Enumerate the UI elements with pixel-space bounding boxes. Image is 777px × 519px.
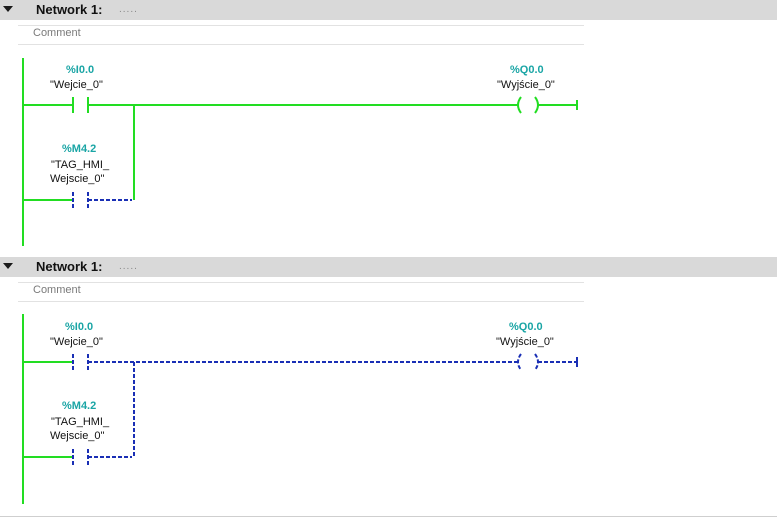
- network-title-placeholder[interactable]: .....: [119, 4, 138, 15]
- network-title-placeholder[interactable]: .....: [119, 261, 138, 272]
- contact-symbol[interactable]: "Wejcie_0": [50, 79, 103, 91]
- contact-symbol[interactable]: Wejscie_0": [50, 430, 105, 442]
- contact-symbol[interactable]: Wejscie_0": [50, 173, 105, 185]
- contact-symbol[interactable]: "TAG_HMI_: [51, 159, 110, 171]
- network-header[interactable]: Network 1: .....: [0, 0, 777, 20]
- contact-address[interactable]: %I0.0: [66, 64, 95, 76]
- comment-placeholder: Comment: [33, 284, 81, 296]
- contact-no-icon[interactable]: [72, 354, 89, 370]
- divider: [0, 516, 777, 517]
- coil-address[interactable]: %Q0.0: [509, 321, 543, 333]
- comment-placeholder: Comment: [33, 27, 81, 39]
- contact-symbol[interactable]: "TAG_HMI_: [51, 416, 110, 428]
- network-header[interactable]: Network 1: .....: [0, 257, 777, 277]
- network-1: Network 1: ..... Comment %I0.0 "Wejcie_0…: [0, 0, 777, 255]
- contact-no-icon[interactable]: [72, 449, 89, 465]
- network-title: Network 1:: [36, 259, 103, 274]
- network-comment[interactable]: Comment: [18, 282, 584, 302]
- network-2: Network 1: ..... Comment %I0.0 "Wejcie_0…: [0, 257, 777, 517]
- coil-symbol[interactable]: "Wyjście_0": [497, 79, 555, 91]
- coil-icon[interactable]: [517, 96, 539, 114]
- coil-icon[interactable]: [517, 353, 539, 371]
- ladder-diagram: [22, 314, 578, 504]
- network-title: Network 1:: [36, 2, 103, 17]
- coil-address[interactable]: %Q0.0: [510, 64, 544, 76]
- collapse-triangle-icon[interactable]: [3, 263, 13, 269]
- contact-address[interactable]: %I0.0: [65, 321, 94, 333]
- contact-symbol[interactable]: "Wejcie_0": [50, 336, 103, 348]
- ladder-diagram: [22, 58, 578, 246]
- network-comment[interactable]: Comment: [18, 25, 584, 45]
- contact-no-icon[interactable]: [72, 97, 89, 113]
- contact-address[interactable]: %M4.2: [62, 143, 97, 155]
- contact-address[interactable]: %M4.2: [62, 400, 97, 412]
- contact-no-icon[interactable]: [72, 192, 89, 208]
- coil-symbol[interactable]: "Wyjście_0": [496, 336, 554, 348]
- collapse-triangle-icon[interactable]: [3, 6, 13, 12]
